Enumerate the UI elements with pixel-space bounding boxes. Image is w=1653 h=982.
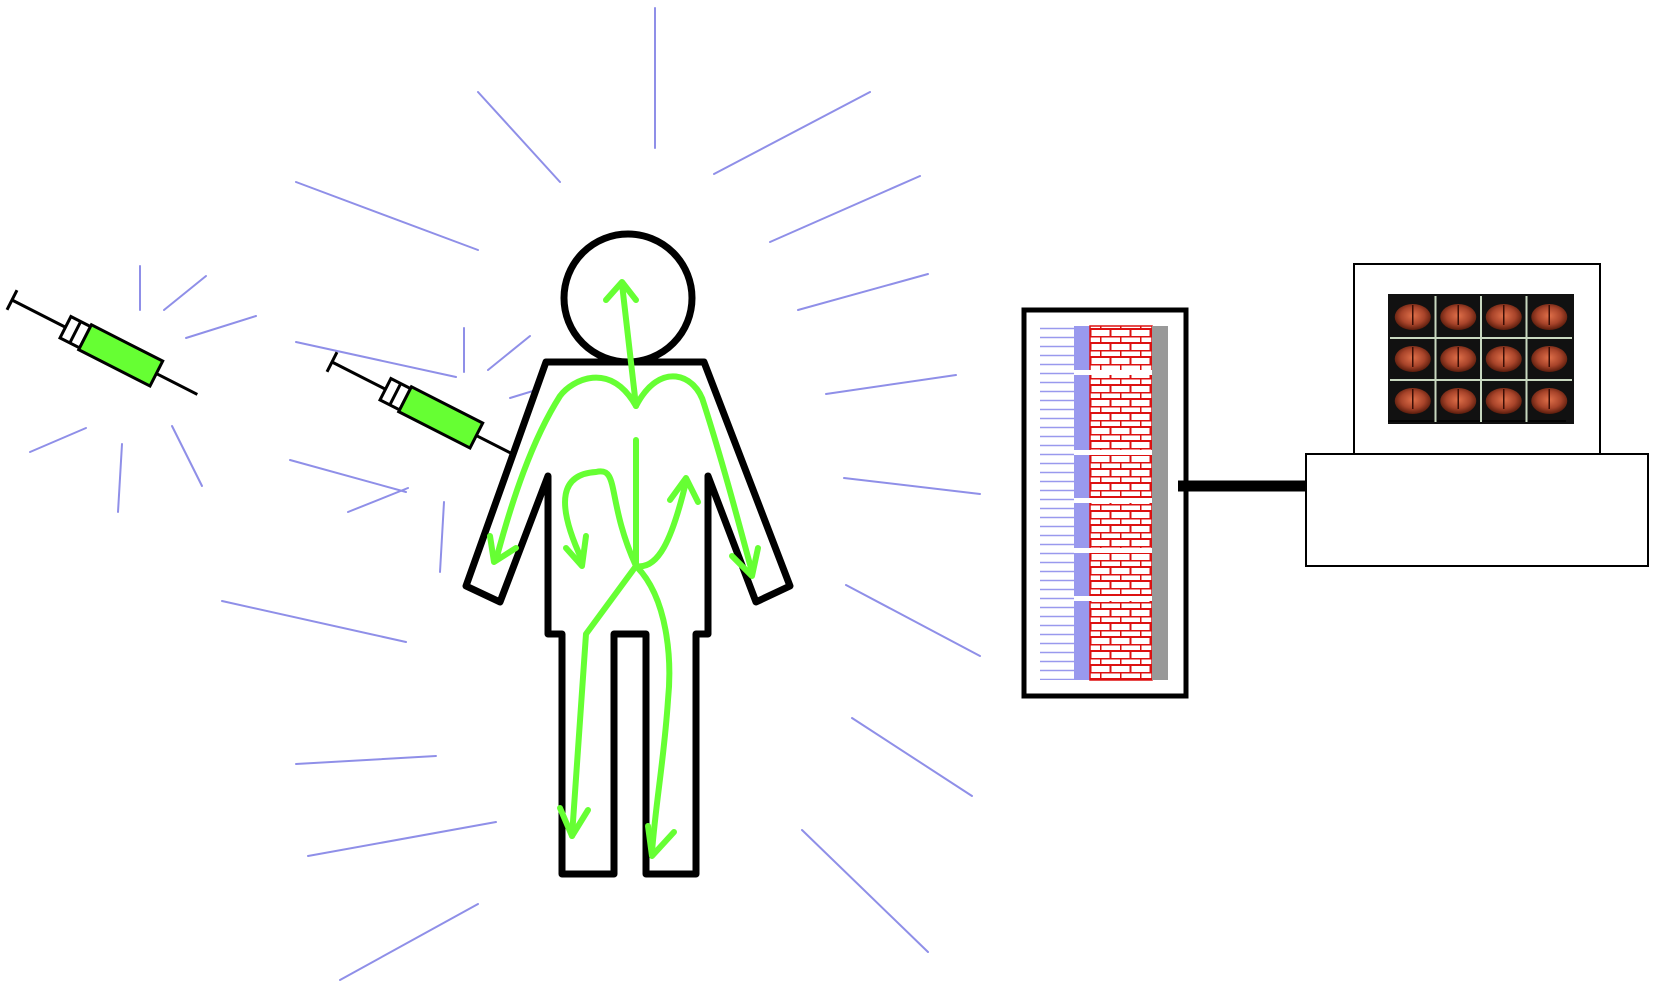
- radiation-line: [488, 336, 530, 370]
- radiation-line: [440, 502, 444, 572]
- radiation-line: [186, 316, 256, 338]
- radiation-line: [172, 426, 202, 486]
- radiation-line: [770, 176, 920, 242]
- radiation-line: [222, 601, 406, 642]
- brain-scan-grid: [1390, 296, 1572, 422]
- radiation-line: [340, 904, 478, 980]
- syringe-icon: [6, 288, 204, 407]
- radiation-line: [798, 274, 928, 310]
- radiation-line: [348, 488, 408, 512]
- radiation-line: [844, 478, 980, 494]
- radiation-line: [846, 585, 980, 656]
- patient-body: [466, 362, 790, 874]
- radiation-line: [478, 92, 560, 182]
- radiation-line: [308, 822, 496, 856]
- radiation-line: [164, 276, 206, 310]
- radiation-line: [290, 460, 406, 492]
- radiation-line: [852, 718, 972, 796]
- computer-workstation-icon: [1306, 264, 1648, 566]
- radiation-line: [30, 428, 86, 452]
- radiation-line: [826, 375, 956, 394]
- radiation-line: [118, 444, 122, 512]
- radiation-line: [802, 830, 928, 952]
- radiation-line: [296, 342, 456, 377]
- computer-base: [1306, 454, 1648, 566]
- detector-light-guides: [1040, 326, 1074, 680]
- detector-backplate: [1152, 326, 1168, 680]
- radiation-line: [296, 756, 436, 764]
- radiation-line: [714, 92, 870, 174]
- syringe-icon: [326, 350, 526, 470]
- pet-detector-ring-icon: [1024, 310, 1186, 696]
- radiation-line: [296, 182, 478, 250]
